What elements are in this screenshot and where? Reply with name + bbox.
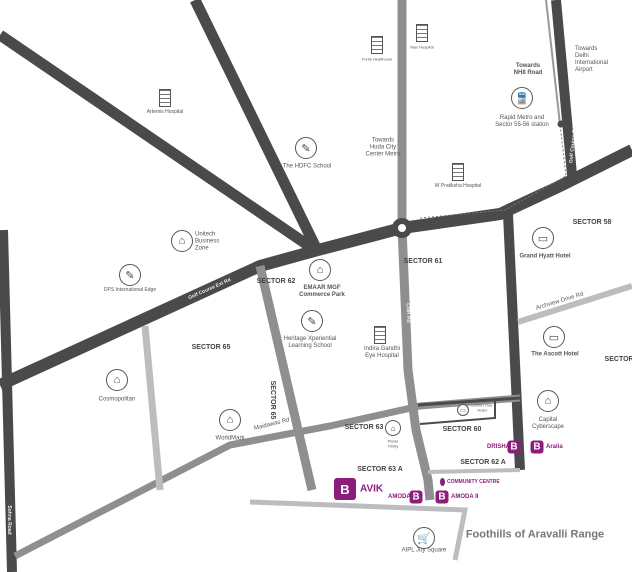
road bbox=[190, 0, 323, 255]
metro-line bbox=[545, 0, 561, 125]
project-label[interactable]: Aralia bbox=[546, 444, 563, 450]
hospital-icon bbox=[159, 89, 171, 107]
metro-station-dot bbox=[557, 120, 565, 128]
sector-label: SECTOR 62 bbox=[256, 277, 296, 285]
landmark-label: Towards Huda City Center Metro bbox=[365, 137, 401, 158]
hospital-icon bbox=[416, 24, 428, 42]
sector-label: SECTOR 60 bbox=[442, 425, 482, 433]
landmark-label: The HDFC School bbox=[282, 163, 332, 170]
road-golf-course bbox=[551, 0, 577, 176]
road-archview bbox=[517, 283, 632, 325]
landmark-label: Max Hospital bbox=[410, 44, 434, 50]
sector-label: SECTOR 63 A bbox=[357, 465, 403, 473]
office-icon: ⌂ bbox=[309, 259, 331, 281]
hospital-icon bbox=[374, 326, 386, 344]
shopping-cart-icon: 🛒 bbox=[413, 527, 435, 549]
road-cmr bbox=[397, 227, 435, 501]
road-east bbox=[401, 144, 632, 234]
amoda1-project-logo[interactable]: B bbox=[409, 490, 423, 504]
aralia-project-logo[interactable]: B bbox=[530, 440, 544, 454]
landmark-label: Towards Delhi International Airport bbox=[575, 46, 609, 73]
metro-icon: 🚆 bbox=[511, 87, 533, 109]
amoda2-project-logo[interactable]: B bbox=[435, 490, 449, 504]
landmark-label: Towards NH8 Road bbox=[513, 63, 543, 76]
hotel-icon: ▭ bbox=[457, 404, 469, 416]
office-icon: ⌂ bbox=[385, 420, 401, 436]
road bbox=[249, 499, 469, 561]
school-icon: ✎ bbox=[301, 310, 323, 332]
landmark-label: DPS International Edge bbox=[103, 287, 157, 294]
sector-label: SECTOR 62 A bbox=[460, 458, 506, 466]
project-label[interactable]: DRISHA bbox=[487, 444, 511, 450]
landmark-label: Foothills of Aravalli Range bbox=[465, 528, 605, 541]
office-icon: ⌂ bbox=[106, 369, 128, 391]
project-label[interactable]: AVIK bbox=[360, 483, 384, 495]
school-icon: ✎ bbox=[119, 264, 141, 286]
drisha-project-logo[interactable]: B bbox=[507, 440, 521, 454]
road-sohna bbox=[0, 229, 17, 572]
metro-dotted-line bbox=[419, 123, 567, 219]
road bbox=[427, 468, 521, 474]
sector-label: SECTOR 58 bbox=[572, 218, 612, 226]
landmark-label: Grand Hyatt Hotel bbox=[519, 253, 571, 260]
road-label: CMR Rd bbox=[404, 303, 412, 323]
landmark-label: The Ascott Hotel bbox=[531, 351, 579, 358]
hotel-icon: ▭ bbox=[532, 227, 554, 249]
landmark-label: Rapid Metro and Sector 55-56 station bbox=[495, 115, 549, 128]
sector-label: SECTOR 65 bbox=[269, 380, 277, 420]
avik-project-logo[interactable]: B bbox=[334, 478, 356, 500]
project-label[interactable]: AMODA II bbox=[451, 494, 479, 500]
road bbox=[419, 400, 496, 425]
office-icon: ⌂ bbox=[171, 230, 193, 252]
landmark-label: Artemis Hospital bbox=[146, 109, 184, 116]
road-label: Sohna Road bbox=[5, 505, 12, 535]
landmark-label: EMAAR MGF Commerce Park bbox=[299, 285, 345, 298]
hospital-icon bbox=[371, 36, 383, 54]
landmark-label: W Pratiksha Hospital bbox=[434, 183, 482, 190]
community-centre-marker bbox=[440, 478, 445, 486]
landmark-label: Cosmopolitan bbox=[98, 396, 136, 403]
landmark-label: Fortis Healthcare bbox=[361, 56, 393, 62]
hospital-icon bbox=[452, 163, 464, 181]
sector-label: SECTOR 61 bbox=[403, 257, 443, 265]
road bbox=[417, 396, 521, 407]
office-icon: ⌂ bbox=[537, 390, 559, 412]
landmark-label: Unitech Business Zone bbox=[195, 231, 220, 252]
hotel-icon: ▭ bbox=[543, 326, 565, 348]
road bbox=[503, 213, 525, 471]
sector-label: SECTOR 63 bbox=[344, 423, 384, 431]
project-label: COMMUNITY CENTRE bbox=[447, 479, 500, 485]
road bbox=[0, 30, 322, 257]
office-icon: ⌂ bbox=[219, 409, 241, 431]
landmark-label: WorldMark bbox=[215, 435, 245, 442]
landmark-label: Heritage Xperiential Learning School bbox=[283, 336, 337, 349]
landmark-label: Capital Cyberscape bbox=[531, 417, 564, 430]
road bbox=[141, 325, 164, 491]
school-icon: ✎ bbox=[295, 137, 317, 159]
landmark-label: Indira Gandhi Eye Hospital bbox=[363, 346, 401, 359]
road-sector65 bbox=[255, 264, 317, 492]
road-golf-course-ext bbox=[0, 222, 404, 391]
sector-label: SECTOR 65 bbox=[191, 343, 231, 351]
sector-label: SECTOR 5 bbox=[604, 355, 632, 363]
landmark-label: Lemon Tree Hotel bbox=[471, 402, 493, 412]
landmark-label: AIPL Joy Square bbox=[401, 547, 447, 554]
project-label[interactable]: AMODA I bbox=[388, 494, 414, 500]
landmark-label: Paras Trinity bbox=[387, 438, 399, 448]
